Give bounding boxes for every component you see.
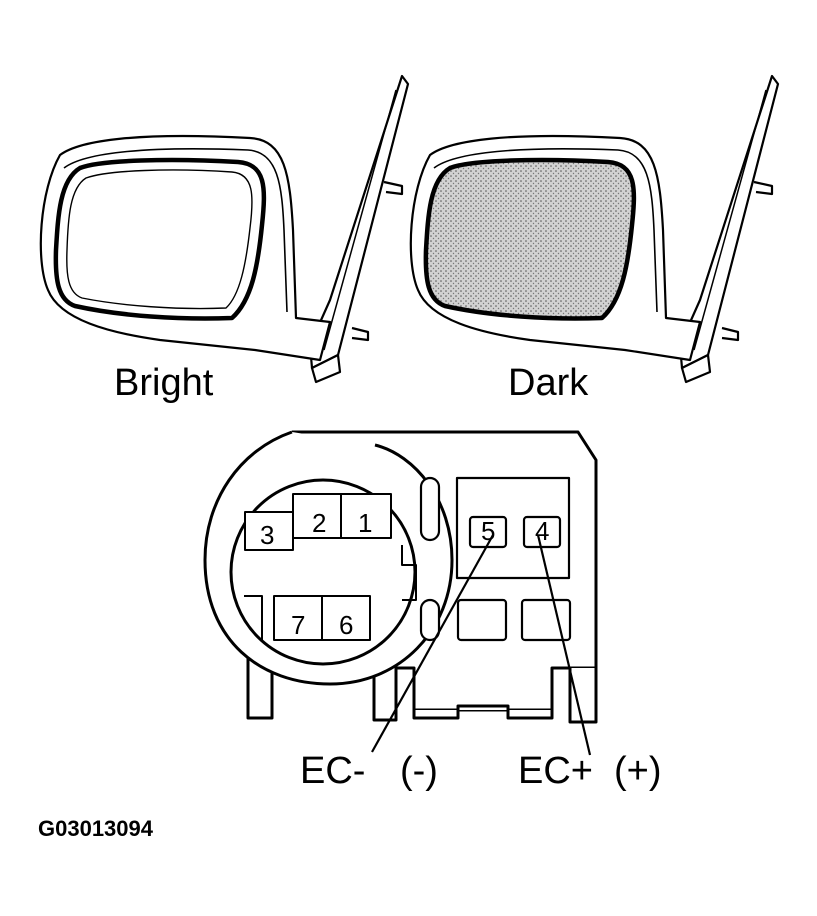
pin-block-6 [321, 595, 371, 641]
ec-minus-polarity: (-) [400, 750, 438, 792]
pin-5-label: 5 [481, 516, 496, 546]
bright-label: Bright [114, 362, 214, 404]
dark-mirror [409, 74, 780, 384]
pin-block-3 [244, 511, 294, 551]
ec-minus-leader [371, 534, 494, 753]
pin-cavity-lower-left [456, 598, 508, 642]
dark-label: Dark [508, 362, 589, 404]
ec-minus-label: EC- [300, 750, 366, 792]
pin-cavity-lower-right [520, 598, 572, 642]
bright-mirror-glass [53, 157, 267, 321]
ec-plus-label: EC+ [518, 750, 593, 792]
pin-block-5 [468, 515, 508, 549]
pin-1-label: 1 [358, 508, 373, 538]
pin-7-label: 7 [291, 610, 306, 640]
pin-block-4 [522, 515, 562, 549]
connector-slot-upper [419, 476, 441, 542]
bright-mirror [39, 74, 410, 384]
pin-4-label: 4 [535, 516, 550, 546]
connector [203, 430, 598, 756]
ec-plus-leader [536, 534, 592, 756]
figure-code: G03013094 [38, 816, 153, 841]
pin-3-label: 3 [260, 520, 275, 550]
pin-block-1 [340, 493, 392, 539]
connector-slot-lower [419, 598, 441, 642]
dark-mirror-glass [423, 157, 637, 321]
pin-6-label: 6 [339, 610, 354, 640]
ec-plus-polarity: (+) [614, 750, 662, 792]
pin-2-label: 2 [312, 508, 327, 538]
